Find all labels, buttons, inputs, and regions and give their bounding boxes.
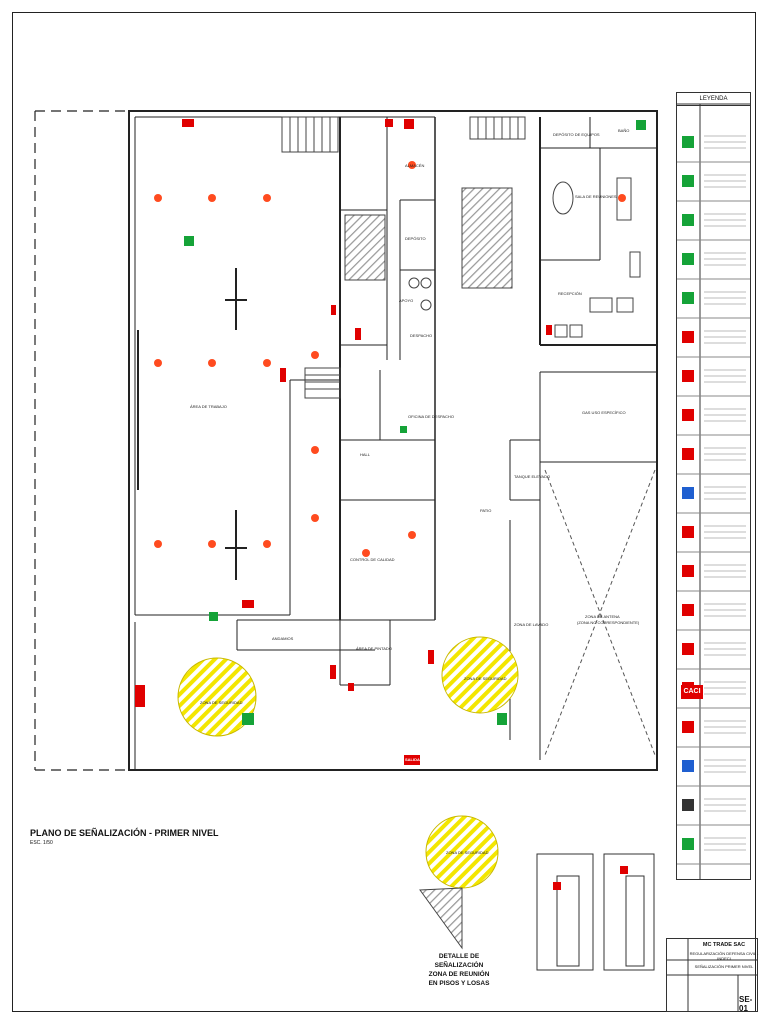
patio-hatch [461, 187, 513, 289]
legend-icon [682, 799, 694, 811]
caci-sign: CACI [681, 685, 703, 699]
project-line: REGULARIZACIÓN DEFENSA CIVIL - INDECI [689, 951, 759, 961]
safety-zone-2 [441, 636, 519, 714]
room-recepcion: RECEPCIÓN [558, 291, 582, 296]
detail-title-line-3: EN PISOS Y LOSAS [428, 980, 490, 987]
detail-slab [419, 887, 463, 950]
legend-icon [682, 838, 694, 850]
room-bano: BAÑO [618, 128, 630, 133]
stair-hatch [344, 214, 386, 281]
legend-icon [682, 448, 694, 460]
safety-zone-label-detail: ZONA DE SEGURIDAD [446, 850, 489, 855]
room-apoyo: APOYO [399, 298, 414, 303]
room-hall: HALL [360, 452, 371, 457]
salida-sign: SALIDA [405, 757, 420, 762]
sheet-code: SE-01 [739, 995, 753, 1013]
exit-signs [184, 120, 646, 725]
detail-title-line-1: DETALLE DE SEÑALIZACIÓN [434, 953, 484, 969]
legend-icon [682, 292, 694, 304]
detail-title-line-2: ZONA DE REUNIÓN [428, 971, 490, 978]
emergency-lights [154, 161, 626, 557]
room-patio: PATIO [480, 508, 492, 513]
fire-signs [135, 119, 552, 765]
sheet-title: SEÑALIZACIÓN PRIMER NIVEL [694, 964, 754, 969]
room-area-trabajo: ÁREA DE TRABAJO [190, 404, 227, 409]
legend-panel: LEYENDA CACI [676, 92, 751, 880]
legend-icon [682, 487, 694, 499]
dashed-boundary [34, 110, 129, 771]
title-block: MC TRADE SAC REGULARIZACIÓN DEFENSA CIVI… [666, 938, 759, 1013]
antenna-zone [544, 469, 656, 756]
legend-icon [682, 136, 694, 148]
room-deposito-equipos: DEPÓSITO DE EQUIPOS [553, 132, 600, 137]
elevation-details [536, 853, 655, 971]
room-zona-lavado: ZONA DE LAVADO [514, 622, 549, 627]
legend-icon [682, 643, 694, 655]
plan-title: PLANO DE SEÑALIZACIÓN - PRIMER NIVEL [30, 828, 219, 838]
legend-icon [682, 370, 694, 382]
legend-icon [682, 760, 694, 772]
legend-icon [682, 214, 694, 226]
legend-icon [682, 565, 694, 577]
safety-zone-label-2: ZONA DE SEGURIDAD [464, 676, 507, 681]
legend-icon [682, 604, 694, 616]
room-oficina-despacho: OFICINA DE DESPACHO [408, 414, 454, 419]
furniture [408, 177, 641, 338]
title-block-grid [666, 938, 758, 1012]
legend-icon [682, 253, 694, 265]
room-area-pintado: ÁREA DE PINTADO [356, 646, 392, 651]
drawing-frame [12, 12, 756, 1012]
legend-icon [682, 331, 694, 343]
room-despacho: DESPACHO [410, 333, 433, 338]
safety-zone-1 [177, 657, 257, 737]
detail-title: DETALLE DE SEÑALIZACIÓN ZONA DE REUNIÓN … [414, 952, 504, 988]
safety-zone-label-1: ZONA DE SEGURIDAD [200, 700, 243, 705]
room-control-calidad: CONTROL DE CALIDAD [350, 557, 395, 562]
room-andamios: ANDAMIOS [272, 636, 294, 641]
room-gas: GAS USO ESPECÍFICO [582, 410, 626, 415]
legend-rows [676, 135, 751, 865]
plan-scale: ESC. 1/50 [30, 840, 53, 846]
legend-grid [676, 103, 751, 880]
room-sala-reuniones: SALA DE REUNIONES [575, 194, 617, 199]
stairs [281, 116, 526, 399]
legend-icon [682, 409, 694, 421]
room-deposito: DEPÓSITO [405, 236, 426, 241]
legend-title: LEYENDA [677, 93, 750, 106]
columns [137, 268, 247, 580]
legend-icon [682, 721, 694, 733]
room-zona-antena-sub: (ZONA NO CORRESPONDIENTE) [577, 620, 640, 625]
company-name: MC TRADE SAC [702, 942, 746, 948]
room-almacen: ALMACÉN [405, 163, 425, 168]
legend-icon [682, 526, 694, 538]
room-zona-antena: ZONA DE ANTENA [585, 614, 620, 619]
legend-icon [682, 175, 694, 187]
room-tanque: TANQUE ELEVADO [514, 474, 551, 479]
